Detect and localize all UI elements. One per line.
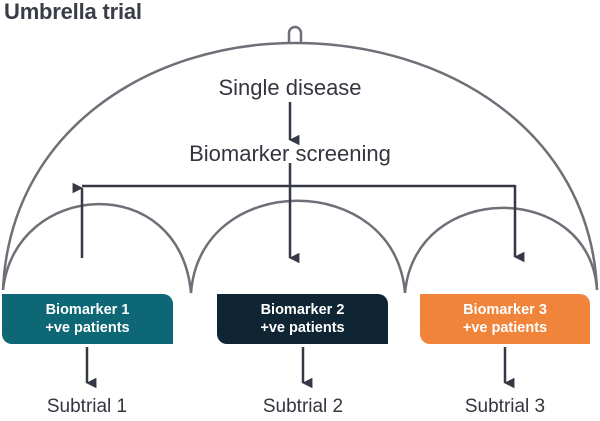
biomarker-2-box: Biomarker 2 +ve patients <box>217 294 388 344</box>
biomarker-3-box: Biomarker 3 +ve patients <box>420 294 590 344</box>
scallop-arc-2 <box>189 199 407 294</box>
single-disease-label: Single disease <box>218 75 362 100</box>
subtrial-2-label: Subtrial 2 <box>262 396 344 417</box>
scallop-arc-3 <box>403 206 599 294</box>
subtrial-1-label: Subtrial 1 <box>46 396 128 417</box>
biomarker-1-title: Biomarker 1 <box>45 302 130 318</box>
biomarker-screening-label: Biomarker screening <box>189 141 391 166</box>
biomarker-3-subtitle: +ve patients <box>462 320 548 336</box>
biomarker-3-title: Biomarker 3 <box>463 302 547 318</box>
biomarker-1-box: Biomarker 1 +ve patients <box>2 294 173 344</box>
biomarker-2-subtitle: +ve patients <box>260 320 345 336</box>
scallop-arc-1 <box>1 202 193 294</box>
diagram-title: Umbrella trial <box>4 0 142 24</box>
subtrial-3-label: Subtrial 3 <box>464 396 546 417</box>
biomarker-1-subtitle: +ve patients <box>45 320 130 336</box>
umbrella-handle-icon <box>287 25 303 43</box>
biomarker-2-title: Biomarker 2 <box>260 302 345 318</box>
umbrella-canopy-arc <box>1 41 599 291</box>
